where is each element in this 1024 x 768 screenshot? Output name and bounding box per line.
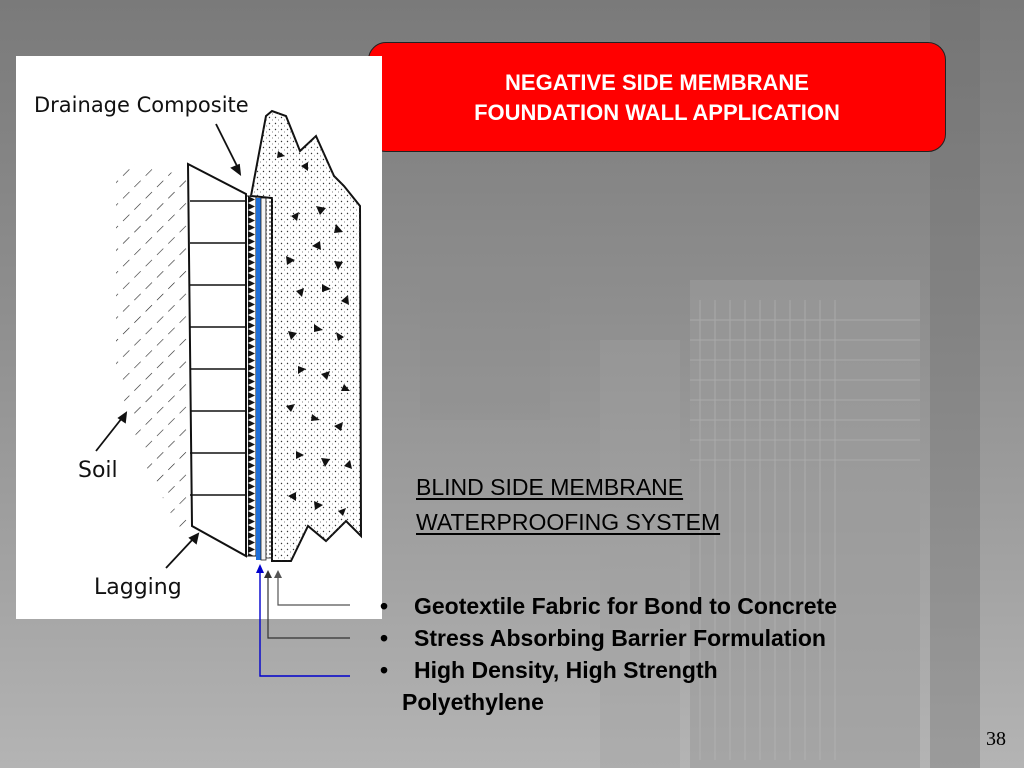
system-subtitle: BLIND SIDE MEMBRANE WATERPROOFING SYSTEM [416, 470, 720, 540]
feature-bullet-list: • Geotextile Fabric for Bond to Concrete… [372, 590, 837, 718]
system-subtitle-line-2: WATERPROOFING SYSTEM [416, 509, 721, 535]
page-number: 38 [986, 728, 1006, 750]
label-soil: Soil [78, 458, 118, 483]
bullet-item: • High Density, High Strength Polyethyle… [372, 654, 837, 718]
bullet-dot: • [380, 593, 389, 619]
slide-title-line-2: FOUNDATION WALL APPLICATION [474, 100, 840, 125]
bullet-text-continuation: Polyethylene [402, 689, 544, 715]
soil-hatch [116, 161, 188, 546]
slide-title-box: NEGATIVE SIDE MEMBRANE FOUNDATION WALL A… [368, 42, 946, 152]
slide-title-line-1: NEGATIVE SIDE MEMBRANE [505, 70, 809, 95]
diagram-leader-arrows [95, 123, 242, 569]
label-drainage-composite: Drainage Composite [34, 93, 249, 117]
bullet-dot: • [380, 625, 389, 651]
bullet-item: • Geotextile Fabric for Bond to Concrete [372, 590, 837, 622]
wall-section-drawing: Drainage Composite Soil Lagging [34, 93, 363, 600]
system-subtitle-line-1: BLIND SIDE MEMBRANE [416, 474, 684, 500]
bullet-dot: • [380, 657, 389, 683]
barrier-layer [260, 197, 267, 561]
bullet-text: Stress Absorbing Barrier Formulation [414, 625, 826, 651]
hdpe-membrane-layer [256, 198, 261, 560]
label-lagging: Lagging [94, 575, 182, 600]
concrete-wall [249, 109, 363, 562]
bullet-text: High Density, High Strength [414, 657, 718, 683]
bullet-item: • Stress Absorbing Barrier Formulation [372, 622, 837, 654]
wall-section-diagram: Drainage Composite Soil Lagging [16, 56, 382, 619]
bullet-text: Geotextile Fabric for Bond to Concrete [414, 593, 837, 619]
lagging-boards [186, 162, 247, 558]
drainage-composite-strip [245, 195, 257, 557]
